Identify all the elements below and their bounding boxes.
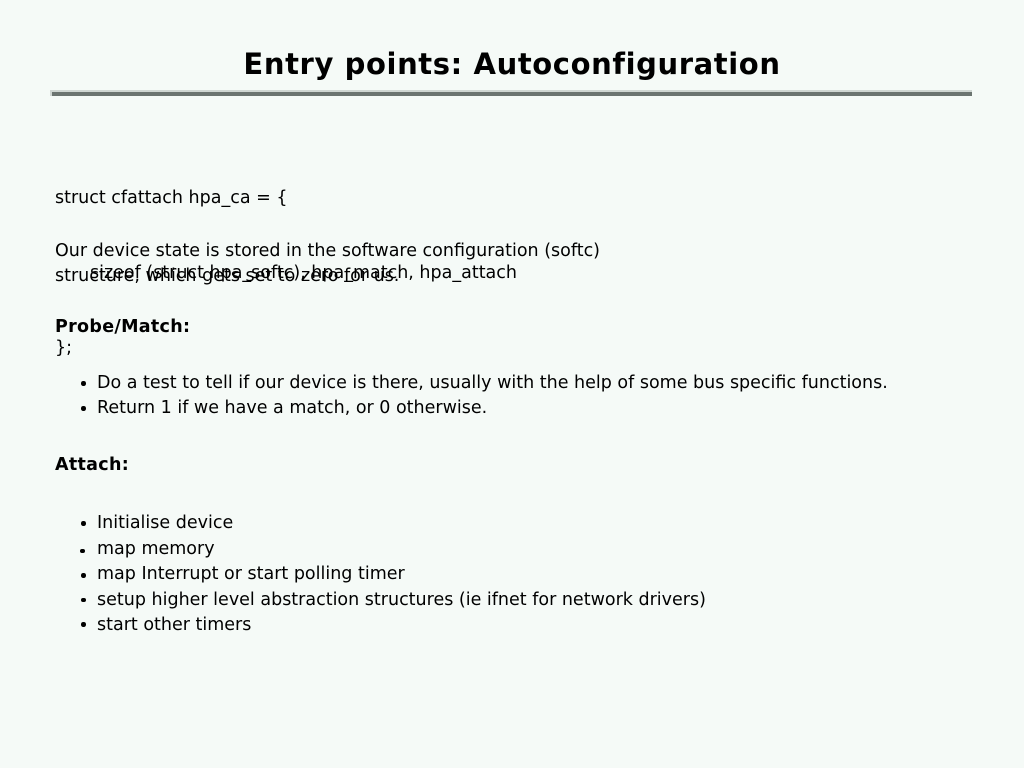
code-block: struct cfattach hpa_ca = { sizeof (struc…	[55, 136, 517, 411]
list-item: Return 1 if we have a match, or 0 otherw…	[80, 396, 888, 421]
bullet-list-probe-match: Do a test to tell if our device is there…	[80, 371, 888, 421]
bullet-dot-icon	[81, 521, 86, 526]
list-item-label: Return 1 if we have a match, or 0 otherw…	[97, 398, 488, 418]
list-item-label: map Interrupt or start polling timer	[97, 564, 405, 584]
code-line: sizeof (struct hpa_softc), hpa_match, hp…	[90, 263, 517, 283]
paragraph-line: structure, which gets set to zero for us…	[55, 266, 400, 286]
section-heading-attach: Attach:	[55, 455, 130, 475]
title-divider	[50, 90, 972, 96]
paragraph-line: Our device state is stored in the softwa…	[55, 241, 601, 261]
list-item-label: Do a test to tell if our device is there…	[97, 373, 888, 393]
bullet-dot-icon	[81, 573, 86, 578]
description-paragraph: Our device state is stored in the softwa…	[55, 239, 600, 289]
bullet-dot-icon	[81, 622, 86, 627]
list-item: Do a test to tell if our device is there…	[80, 371, 888, 396]
list-item-label: Initialise device	[97, 513, 234, 533]
page-title: Entry points: Autoconfiguration	[243, 47, 781, 81]
list-item-label: start other timers	[97, 615, 252, 635]
list-item: Initialise device	[80, 511, 706, 537]
list-item-label: map memory	[97, 538, 215, 559]
code-line: };	[55, 338, 73, 358]
bullet-dot-icon	[81, 597, 86, 602]
bullet-list-attach: Initialise device map memory map Interru…	[80, 511, 706, 639]
list-item: start other timers	[80, 613, 706, 639]
code-line: struct cfattach hpa_ca = {	[55, 188, 288, 208]
bullet-dot-icon	[80, 548, 85, 553]
list-item: setup higher level abstraction structure…	[80, 588, 706, 614]
bullet-dot-icon	[81, 406, 86, 411]
list-item-label: setup higher level abstraction structure…	[97, 589, 706, 610]
list-item: map memory	[80, 537, 706, 563]
bullet-dot-icon	[81, 381, 86, 386]
section-heading-probe-match: Probe/Match:	[55, 317, 191, 337]
list-item: map Interrupt or start polling timer	[80, 562, 706, 588]
